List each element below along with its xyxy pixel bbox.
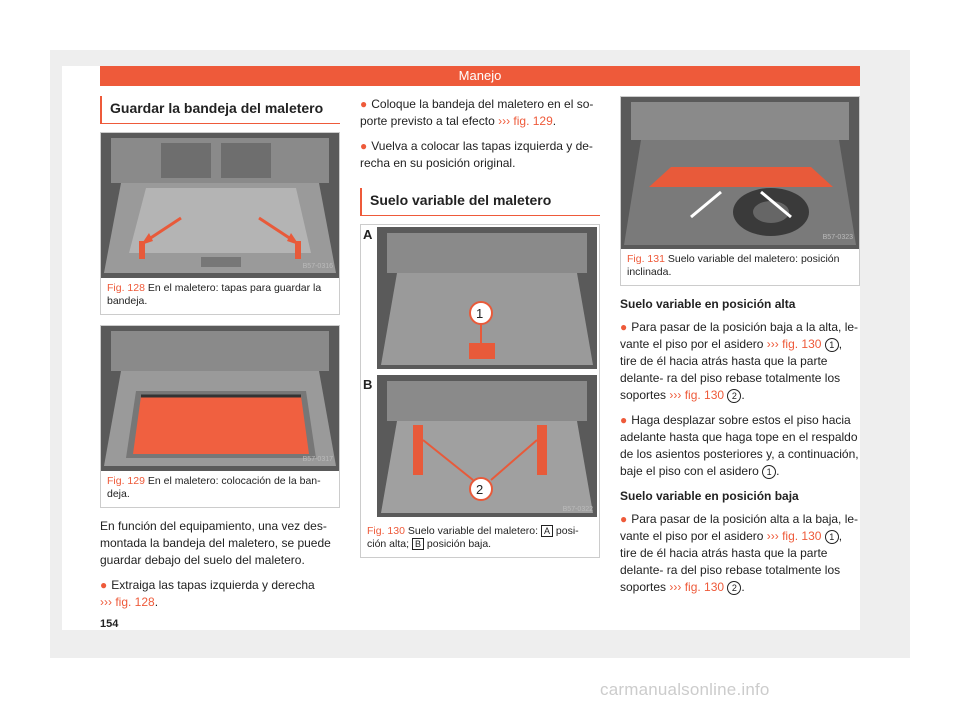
callout-number: 1 [824, 529, 839, 544]
page-number: 154 [100, 618, 119, 630]
figure-number: Fig. 129 [107, 475, 145, 487]
punctuation: . [741, 388, 745, 402]
figure-129: B57-0317 Fig. 129 En el maletero: coloca… [100, 325, 340, 508]
figure-link[interactable]: ››› fig. 130 [766, 337, 822, 351]
label-box-b: B [411, 538, 424, 550]
subheading-baja: Suelo variable en posición baja [620, 489, 799, 503]
caption-text: posi- ción alta; [367, 525, 579, 550]
caption-text: Suelo variable del maletero: posición in… [627, 253, 840, 278]
figure-link[interactable]: ››› fig. 130 [766, 529, 822, 543]
figure-128: B57-0316 Fig. 128 En el maletero: tapas … [100, 132, 340, 315]
figure-number: Fig. 130 [367, 525, 405, 537]
bullet-icon: ● [100, 578, 108, 592]
bullet-item: ●Para pasar de la posición alta a la baj… [620, 511, 860, 596]
label-box-a: A [540, 525, 553, 537]
column-right: B57-0323 Fig. 131 Suelo variable del mal… [620, 96, 860, 604]
bullet-text: , tire de él hacia atrás hasta que la pa… [620, 529, 843, 594]
bullet-text: Para pasar de la posición alta a la baja… [620, 512, 859, 543]
panel-label-b: B [363, 377, 372, 392]
chapter-header: Manejo [100, 66, 860, 86]
trunk-photo-130: A B 1 2 B57-0322 [361, 225, 599, 521]
trunk-photo-131: B57-0323 [621, 97, 859, 249]
figure-caption: Fig. 130 Suelo variable del maletero: A … [361, 521, 599, 557]
figure-link[interactable]: ››› fig. 130 [669, 388, 725, 402]
intro-paragraph: En función del equipamiento, una vez des… [100, 519, 331, 567]
figure-link[interactable]: ››› fig. 130 [669, 580, 725, 594]
panel-label-a: A [363, 227, 373, 242]
column-middle: ●Coloque la bandeja del maletero en el s… [360, 96, 600, 568]
figure-caption: Fig. 129 En el maletero: colocación de l… [101, 471, 339, 507]
watermark: carmanualsonline.info [600, 680, 770, 699]
bullet-text: Coloque la bandeja del maletero en el so… [360, 97, 594, 128]
figure-link[interactable]: ››› fig. 128 [100, 595, 155, 609]
figure-number: Fig. 128 [107, 282, 145, 294]
caption-text: Suelo variable del maletero: [407, 525, 539, 537]
callout-number: 1 [762, 464, 777, 479]
figure-number: Fig. 131 [627, 253, 665, 265]
callout-number: 2 [727, 388, 742, 403]
bullet-icon: ● [620, 413, 628, 427]
bullet-item: ●Extraiga las tapas izquierda y derecha … [100, 577, 340, 611]
callout-2: 2 [476, 482, 483, 497]
subheading-alta: Suelo variable en posición alta [620, 297, 796, 311]
section-title-suelo: Suelo variable del maletero [360, 188, 600, 216]
figure-131: B57-0323 Fig. 131 Suelo variable del mal… [620, 96, 860, 286]
bullet-text: Haga desplazar sobre estos el piso hacia… [620, 413, 859, 478]
bullet-text: Para pasar de la posición baja a la alta… [620, 320, 859, 351]
figure-130: A B 1 2 B57-0322 Fig. 130 Suelo variable… [360, 224, 600, 558]
bullet-text: Vuelva a colocar las tapas izquierda y d… [360, 139, 593, 170]
figure-caption: Fig. 128 En el maletero: tapas para guar… [101, 278, 339, 314]
callout-number: 2 [727, 580, 742, 595]
bullet-icon: ● [620, 320, 628, 334]
caption-text: En el maletero: colocación de la ban- de… [107, 475, 321, 500]
bullet-icon: ● [360, 139, 368, 153]
bullet-item: ●Haga desplazar sobre estos el piso haci… [620, 412, 860, 480]
caption-text: posición baja. [426, 538, 492, 550]
bullet-icon: ● [360, 97, 368, 111]
punctuation: . [776, 464, 780, 478]
bullet-item: ●Vuelva a colocar las tapas izquierda y … [360, 138, 600, 172]
photo-code: B57-0317 [302, 456, 333, 463]
section-title-bandeja: Guardar la bandeja del maletero [100, 96, 340, 124]
photo-code: B57-0323 [822, 234, 853, 241]
bullet-item: ●Para pasar de la posición baja a la alt… [620, 319, 860, 404]
trunk-photo-128: B57-0316 [101, 133, 339, 278]
column-left: Guardar la bandeja del maletero B57-0316 [100, 96, 340, 619]
trunk-photo-129: B57-0317 [101, 326, 339, 471]
photo-code: B57-0322 [562, 506, 593, 513]
callout-number: 1 [824, 337, 839, 352]
callout-1: 1 [476, 306, 483, 321]
figure-caption: Fig. 131 Suelo variable del maletero: po… [621, 249, 859, 285]
bullet-text: , tire de él hacia atrás hasta que la pa… [620, 337, 843, 402]
figure-link[interactable]: ››› fig. 129 [498, 114, 553, 128]
bullet-icon: ● [620, 512, 628, 526]
punctuation: . [741, 580, 745, 594]
bullet-item: ●Coloque la bandeja del maletero en el s… [360, 96, 600, 130]
bullet-text: Extraiga las tapas izquierda y derecha [111, 578, 315, 592]
photo-code: B57-0316 [302, 263, 333, 270]
punctuation: . [154, 595, 159, 609]
punctuation: . [552, 114, 557, 128]
caption-text: En el maletero: tapas para guardar la ba… [107, 282, 322, 307]
